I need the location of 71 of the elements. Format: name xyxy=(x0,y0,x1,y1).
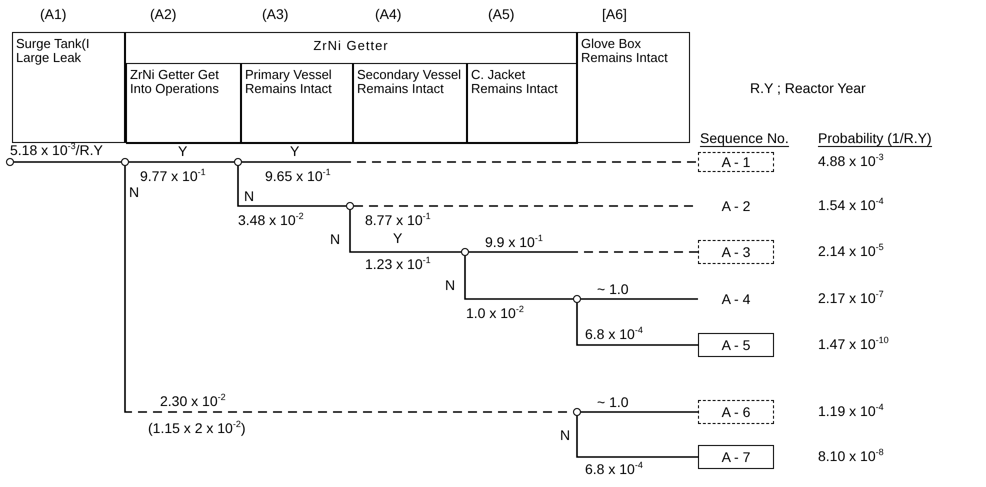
sequence-probability: 1.54 x 10$^{-4}$ xyxy=(818,197,884,213)
branch-probability: 9.65 x 10$^{-1}$ xyxy=(265,168,331,184)
branch-line xyxy=(469,251,698,253)
junction-circle xyxy=(461,248,469,256)
branch-line xyxy=(14,161,121,163)
junction-circle xyxy=(6,158,14,166)
branch-line xyxy=(576,303,698,346)
column-heading: Sequence No. xyxy=(700,130,789,147)
column-label: (A2) xyxy=(150,6,176,22)
branch-label: N xyxy=(560,428,570,443)
branch-probability: 9.77 x 10$^{-1}$ xyxy=(140,168,206,184)
sequence-probability: 2.17 x 10$^{-7}$ xyxy=(818,290,884,306)
header-box: ZrNi Getter Get Into Operations xyxy=(126,63,241,144)
column-label: (A1) xyxy=(40,6,66,22)
sequence-number: A - 4 xyxy=(698,287,774,311)
branch-probability: 1.0 x 10$^{-2}$ xyxy=(466,305,524,321)
sequence-probability: 2.14 x 10$^{-5}$ xyxy=(818,243,884,259)
sequence-box: A - 6 xyxy=(698,400,774,424)
branch-probability: 6.8 x 10$^{-4}$ xyxy=(585,461,643,477)
branch-line xyxy=(464,256,573,300)
header-box: Surge Tank(I Large Leak xyxy=(12,32,125,143)
sequence-box: A - 5 xyxy=(698,333,774,357)
branch-probability: Y xyxy=(393,230,402,246)
branch-line xyxy=(129,161,234,163)
junction-circle xyxy=(573,295,581,303)
group-title: ZrNi Getter xyxy=(312,39,390,53)
junction-circle xyxy=(121,158,129,166)
column-label: (A4) xyxy=(375,6,402,22)
junction-circle xyxy=(573,408,581,416)
branch-probability: 1.23 x 10$^{-1}$ xyxy=(365,256,431,272)
branch-probability: ~ 1.0 xyxy=(597,394,629,410)
column-label: [A6] xyxy=(602,6,627,22)
branch-line xyxy=(581,298,698,300)
branch-label: N xyxy=(129,185,140,200)
branch-line xyxy=(581,411,698,413)
branch-probability: 6.8 x 10$^{-4}$ xyxy=(585,326,643,342)
sequence-probability: 1.47 x 10$^{-10}$ xyxy=(818,336,889,352)
branch-label: N xyxy=(330,232,340,247)
column-label: (A3) xyxy=(262,6,288,22)
branch-line xyxy=(576,416,698,458)
branch-probability: 2.30 x 10$^{-2}$ xyxy=(160,393,226,409)
branch-label: 5.18 x 10$^{-3}$/R.Y xyxy=(10,143,103,158)
group-header-box xyxy=(125,32,577,143)
column-label: (A5) xyxy=(488,6,514,22)
header-box: C. Jacket Remains Intact xyxy=(467,63,578,144)
sequence-probability: 4.88 x 10$^{-3}$ xyxy=(818,153,884,169)
sequence-box: A - 7 xyxy=(698,445,774,469)
sequence-number: A - 2 xyxy=(698,194,774,218)
header-box: Glove Box Remains Intact xyxy=(577,32,690,143)
header-box: Primary Vessel Remains Intact xyxy=(241,63,353,144)
branch-line xyxy=(237,166,346,207)
note: R.Y ; Reactor Year xyxy=(750,80,866,96)
sequence-box: A - 1 xyxy=(698,152,774,172)
branch-probability: ~ 1.0 xyxy=(597,281,629,297)
branch-label: N xyxy=(445,278,456,293)
junction-circle xyxy=(234,158,242,166)
junction-circle xyxy=(346,202,354,210)
header-box: Secondary Vessel Remains Intact xyxy=(353,63,467,144)
sequence-probability: 1.19 x 10$^{-4}$ xyxy=(818,403,884,419)
branch-probability: (1.15 x 2 x 10$^{-2}$) xyxy=(148,420,246,436)
sequence-probability: 8.10 x 10$^{-8}$ xyxy=(818,448,884,464)
column-heading: Probability (1/R.Y) xyxy=(818,130,932,147)
branch-label: Y xyxy=(290,144,300,159)
branch-label: N xyxy=(244,189,254,204)
branch-line xyxy=(349,210,461,253)
branch-label: Y xyxy=(178,144,188,159)
branch-probability: 8.77 x 10$^{-1}$ xyxy=(365,212,431,228)
branch-probability: 9.9 x 10$^{-1}$ xyxy=(485,234,543,250)
branch-probability: 3.48 x 10$^{-2}$ xyxy=(238,212,304,228)
branch-line xyxy=(242,161,698,163)
sequence-box: A - 3 xyxy=(698,240,774,264)
